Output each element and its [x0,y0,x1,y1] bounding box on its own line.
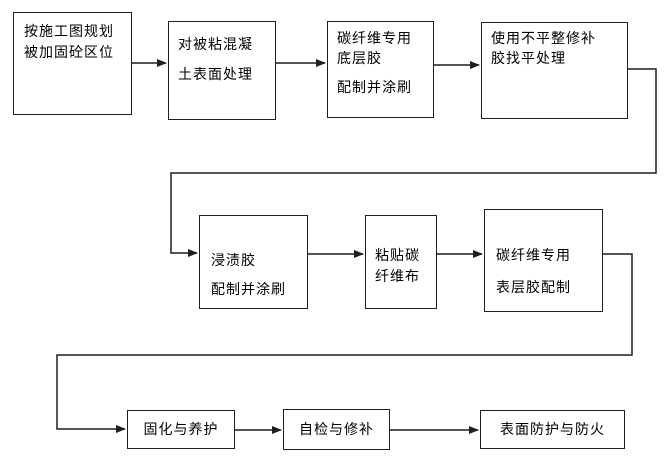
node-text-line: 配制并涂刷 [337,79,412,95]
node-text-line: 底层胶 [337,50,382,66]
node-text-line: 配制并涂刷 [211,281,286,297]
node-leveling-repair: 使用不平整修补 胶找平处理 [481,22,628,119]
node-text-line: 使用不平整修补 [491,30,596,46]
node-saturant-adhesive: 浸渍胶 配制并涂刷 [199,215,308,309]
node-text-line: 碳纤维专用 [337,30,412,46]
node-surface-treatment: 对被粘混凝 土表面处理 [168,21,276,120]
node-text-line: 浸渍胶 [211,252,256,268]
node-paste-carbon-fiber: 粘贴碳 纤维布 [365,215,437,309]
node-curing: 固化与养护 [127,410,235,449]
node-text-line: 表面防护与防火 [500,421,605,437]
node-text-line: 碳纤维专用 [496,247,571,263]
node-text-line: 土表面处理 [178,66,253,82]
node-primer-adhesive: 碳纤维专用 底层胶 配制并涂刷 [327,21,434,118]
node-text-line: 按施工图规划 [24,23,114,39]
node-text-line: 胶找平处理 [491,50,566,66]
node-text-line: 表层胶配制 [496,279,571,295]
node-surface-protection: 表面防护与防火 [480,410,625,449]
node-self-inspection: 自检与修补 [283,409,390,450]
node-text-line: 对被粘混凝 [178,36,253,52]
node-text-line: 固化与养护 [143,421,219,437]
node-text-line: 被加固砼区位 [24,44,114,60]
node-text-line: 纤维布 [375,268,420,284]
node-text-line: 自检与修补 [299,421,374,437]
node-topcoat-adhesive: 碳纤维专用 表层胶配制 [484,209,603,312]
node-plan-region: 按施工图规划 被加固砼区位 [13,12,132,115]
node-text-line: 粘贴碳 [375,247,420,263]
